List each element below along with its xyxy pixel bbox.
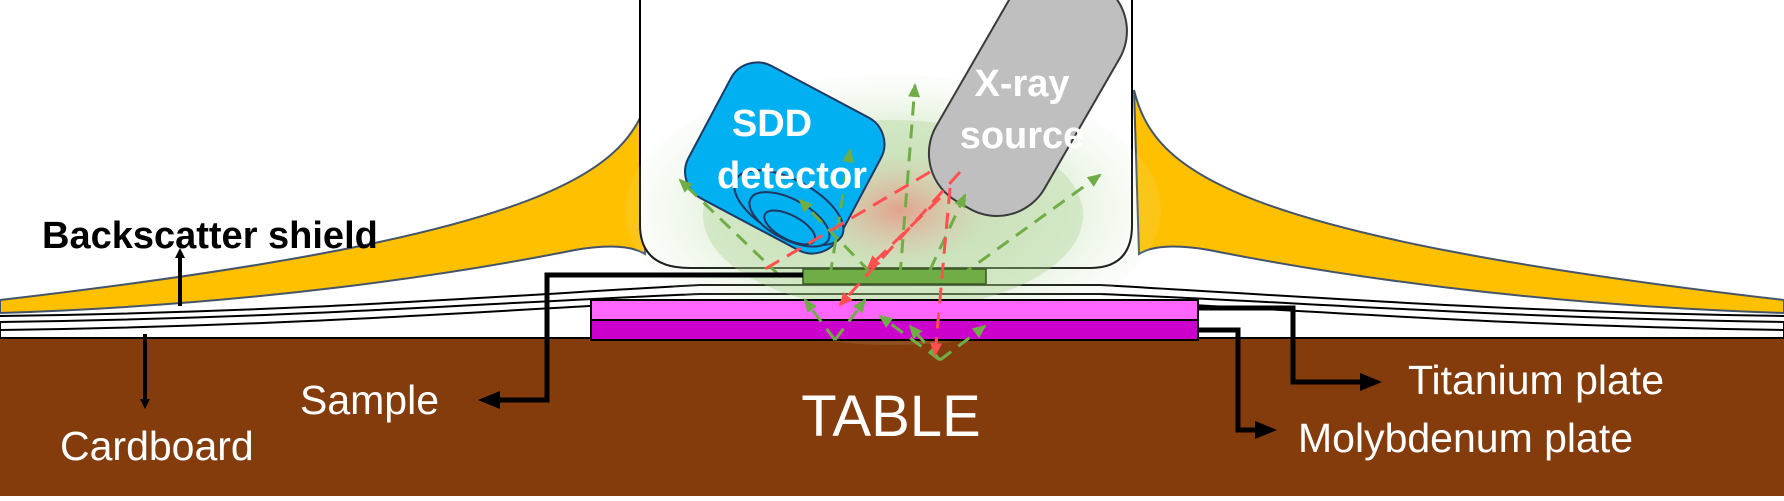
green-ray xyxy=(798,198,872,274)
primary-rays xyxy=(759,170,962,357)
green-ray xyxy=(833,298,867,341)
label-sample: Sample xyxy=(300,377,439,423)
label-detector: detector xyxy=(717,155,867,197)
sample-leader xyxy=(478,272,803,409)
label-sdd: SDD xyxy=(732,103,812,145)
backscatter-shield-left xyxy=(0,89,651,315)
green-ray xyxy=(678,178,782,278)
molybdenum-leader xyxy=(1198,327,1277,439)
label-cardboard: Cardboard xyxy=(60,423,254,469)
red-ray xyxy=(930,187,952,357)
green-ray xyxy=(898,83,921,277)
green-ray xyxy=(939,324,987,362)
label-backscatter-shield: Backscatter shield xyxy=(42,215,378,257)
titanium-plate xyxy=(590,299,1199,321)
red-ray xyxy=(759,170,931,274)
green-ray xyxy=(928,193,967,271)
label-source: source xyxy=(960,115,1085,157)
molybdenum-plate xyxy=(590,319,1199,341)
sdd-detector-icon xyxy=(684,61,886,255)
green-ray xyxy=(959,173,1102,278)
label-titanium-plate: Titanium plate xyxy=(1408,357,1664,403)
label-molybdenum-plate: Molybdenum plate xyxy=(1298,415,1633,461)
backscatter-shield-right xyxy=(1133,89,1784,315)
label-xray: X-ray xyxy=(974,63,1069,105)
red-ray xyxy=(866,196,942,270)
table-surface xyxy=(0,338,1784,496)
green-ray xyxy=(878,314,941,362)
label-table: TABLE xyxy=(801,384,980,449)
green-ray xyxy=(803,298,837,341)
titanium-leader xyxy=(1198,305,1382,391)
